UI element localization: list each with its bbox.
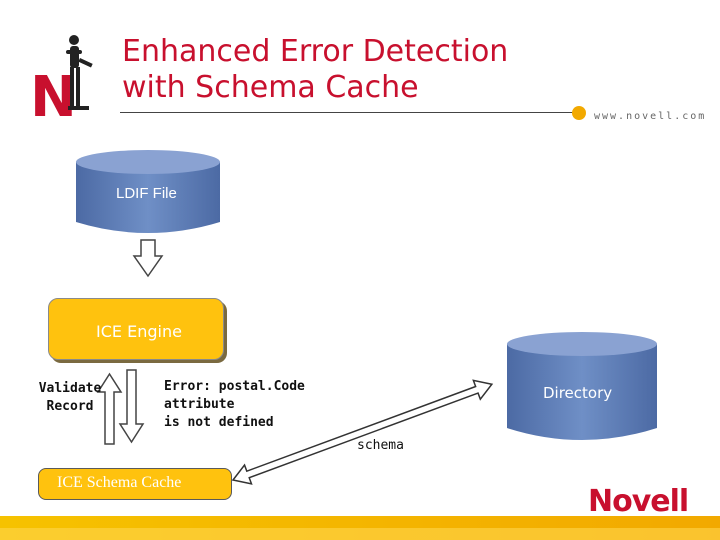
ldif-file-label: LDIF File (116, 185, 177, 202)
down-arrow-ldif-to-engine (132, 239, 164, 278)
title-line-2: with Schema Cache (122, 70, 419, 105)
down-arrow-engine-to-cache (118, 369, 145, 444)
ice-schema-cache-label: ICE Schema Cache (57, 474, 182, 491)
schema-label: schema (357, 438, 404, 453)
slide-title: Enhanced Error Detection with Schema Cac… (122, 34, 562, 106)
title-underline (120, 112, 582, 113)
title-line-1: Enhanced Error Detection (122, 34, 509, 69)
logo-n-letter: N (30, 65, 77, 122)
ice-engine-box (48, 298, 224, 360)
up-arrow-cache-to-engine (96, 372, 123, 445)
novell-wordmark-logo: Novell (588, 484, 689, 519)
directory-label: Directory (543, 384, 613, 402)
ice-schema-cache-box (38, 468, 232, 500)
novell-n-figure-logo: N (30, 35, 93, 122)
ice-engine-label: ICE Engine (96, 322, 182, 341)
website-url: www.novell.com (594, 111, 707, 122)
double-arrow-cache-directory (231, 379, 494, 485)
url-dot-icon (572, 106, 586, 120)
directory-cylinder (507, 332, 657, 440)
validate-record-label: Validate Record (38, 381, 102, 414)
ldif-file-cylinder (76, 150, 220, 233)
bottom-band-highlight (0, 528, 720, 540)
figure-icon (66, 35, 93, 110)
error-message-label: Error: postal.Code attribute is not defi… (164, 379, 305, 430)
